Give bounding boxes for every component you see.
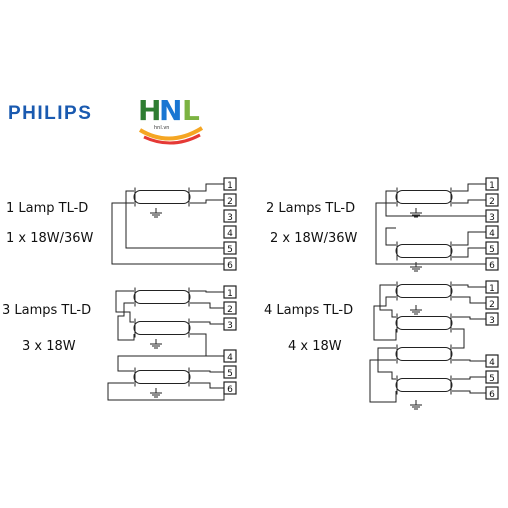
hnl-swoosh-red (143, 133, 201, 145)
philips-logo: PHILIPS (8, 103, 93, 124)
diagram-3-title: 3 Lamps TL-D (2, 303, 92, 318)
d4-lamp-1 (395, 284, 453, 298)
wire (375, 202, 486, 265)
d1-terminal-5-label: 5 (227, 245, 233, 255)
d2-terminal-4-label: 4 (489, 229, 495, 239)
wire (452, 316, 486, 320)
wire (452, 376, 486, 380)
d1-terminal-2-label: 2 (227, 197, 233, 207)
d3-terminal-5-label: 5 (227, 369, 233, 379)
d4-lamp-4 (395, 378, 453, 392)
d4-terminal-1-label: 1 (489, 284, 495, 294)
wire (125, 190, 224, 249)
d3-lamp-2 (133, 321, 191, 335)
wire (373, 296, 397, 341)
diagram-2-title: 2 Lamps TL-D (266, 201, 356, 216)
d3-terminal-4-label: 4 (227, 353, 233, 363)
hnl-tagline: hnl.vn (154, 125, 169, 131)
d1-terminal-4-box (223, 225, 237, 239)
wire (190, 333, 224, 357)
wire (452, 296, 486, 304)
hnl-letter-n: N (159, 94, 182, 127)
wire (190, 321, 224, 325)
wire (190, 183, 224, 192)
d1-terminal-3-label: 3 (227, 213, 233, 223)
d4-terminal-5-label: 5 (489, 374, 495, 384)
d1-lamp (133, 190, 191, 204)
wire (190, 199, 224, 204)
d2-terminal-5-label: 5 (489, 245, 495, 255)
wire (190, 382, 224, 389)
wire (385, 227, 396, 246)
d1-terminal-1-label: 1 (227, 181, 233, 191)
d4-terminal-3-label: 3 (489, 316, 495, 326)
wire (452, 328, 465, 349)
d3-terminal-3-label: 3 (227, 321, 233, 331)
d4-lamp-2 (395, 316, 453, 330)
d2-terminal-6-label: 6 (489, 261, 495, 271)
diagram-4-spec: 4 x 18W (288, 339, 342, 354)
wire (452, 231, 486, 246)
wire (377, 347, 396, 380)
hnl-swoosh-orange (138, 126, 204, 141)
wire (452, 247, 486, 258)
diagram-1-title: 1 Lamp TL-D (6, 201, 89, 216)
wire (117, 355, 206, 372)
d2-terminal-1-label: 1 (489, 181, 495, 191)
diagram-3-spec: 3 x 18W (22, 339, 76, 354)
d4-terminal-2-label: 2 (489, 300, 495, 310)
wire (117, 302, 135, 341)
diagram-2-spec: 2 x 18W/36W (270, 231, 358, 246)
wire (190, 290, 224, 293)
d3-lamp-1 (133, 290, 191, 304)
d4-terminal-4-label: 4 (489, 358, 495, 368)
wire (452, 183, 486, 192)
d2-terminal-2-label: 2 (489, 197, 495, 207)
d4-terminal-6-label: 6 (489, 390, 495, 400)
wire (115, 290, 134, 323)
d2-terminal-3-label: 3 (489, 213, 495, 223)
diagram-4-title: 4 Lamps TL-D (264, 303, 354, 318)
d2-lamp-1 (395, 190, 453, 204)
hnl-letter-h: H (138, 94, 161, 127)
d1-terminal-6-label: 6 (227, 261, 233, 271)
wire (452, 359, 486, 362)
d3-terminal-1-label: 1 (227, 289, 233, 299)
d3-terminal-2-label: 2 (227, 305, 233, 315)
wire (452, 199, 486, 204)
d3-terminal-6-label: 6 (227, 385, 233, 395)
wire (452, 390, 486, 394)
wire (190, 302, 224, 309)
hnl-logo: H N L hnl.vn (138, 94, 204, 145)
d2-lamp-2 (395, 244, 453, 258)
d3-lamp-3 (133, 370, 191, 384)
wire (379, 284, 396, 318)
wire (369, 359, 397, 403)
wire (111, 202, 224, 265)
d1-terminal-4-label: 4 (227, 229, 233, 239)
wire (190, 370, 224, 373)
wire (107, 382, 225, 401)
hnl-letter-l: L (182, 94, 200, 127)
diagram-1-spec: 1 x 18W/36W (6, 231, 94, 246)
wire (452, 284, 486, 288)
d1-terminal-3-box (223, 209, 237, 223)
d4-lamp-3 (395, 347, 453, 361)
